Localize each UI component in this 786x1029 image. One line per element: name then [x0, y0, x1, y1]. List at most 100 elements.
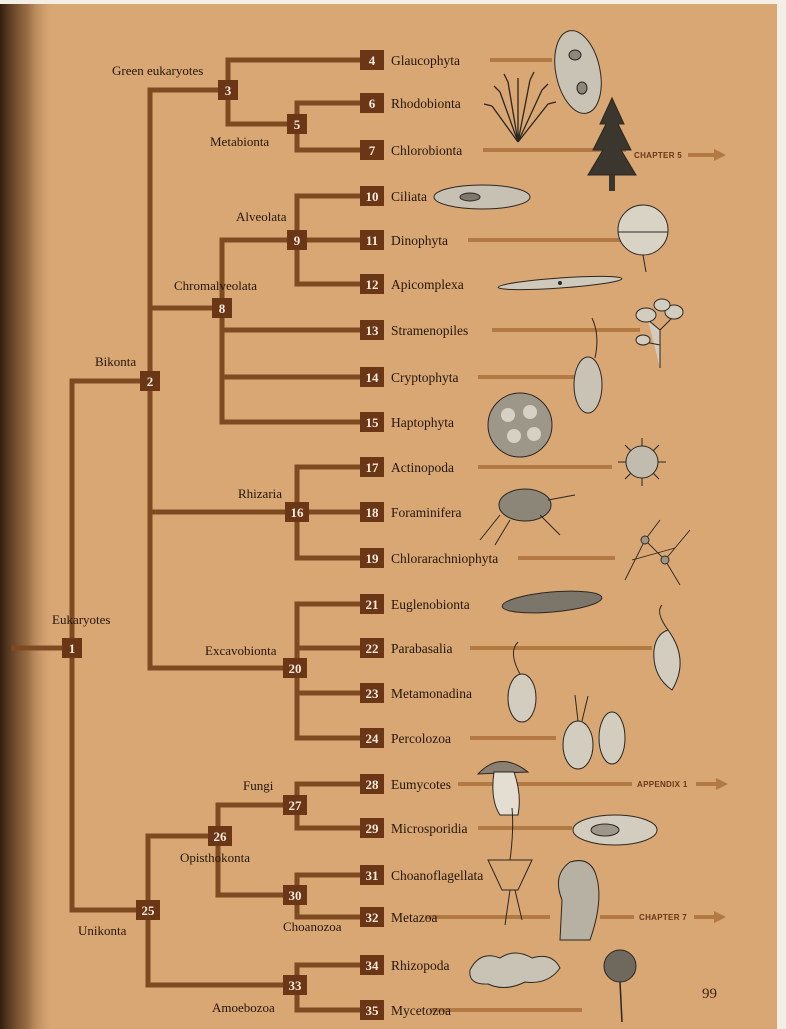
svg-text:27: 27	[289, 798, 303, 813]
coccolithophore-icon	[488, 393, 552, 457]
taxon-name: Chlorobionta	[391, 143, 462, 158]
taxon-name: Dinophyta	[391, 233, 448, 248]
terminal-node-number: 10	[366, 189, 379, 204]
clade-label-alveolata: Alveolata	[236, 209, 287, 224]
terminal-node-number: 19	[366, 551, 380, 566]
clade-label-green-eukaryotes: Green eukaryotes	[112, 63, 203, 78]
svg-text:1: 1	[69, 641, 76, 656]
taxon-name: Haptophyta	[391, 415, 454, 430]
clade-label-fungi: Fungi	[243, 778, 274, 793]
clade-label-metabionta: Metabionta	[210, 134, 269, 149]
taxon-dinophyta: 11 Dinophyta	[360, 230, 448, 250]
taxon-apicomplexa: 12 Apicomplexa	[360, 274, 464, 294]
node-2: 2	[140, 371, 160, 391]
taxon-name: Cryptophyta	[391, 370, 459, 385]
taxon-name: Eumycotes	[391, 777, 451, 792]
taxon-name: Chlorarachniophyta	[391, 551, 498, 566]
node-8: 8	[212, 298, 232, 318]
taxon-rhizopoda: 34 Rhizopoda	[360, 955, 450, 975]
terminal-node-number: 17	[366, 460, 380, 475]
terminal-node-number: 35	[366, 1003, 380, 1018]
taxon-name: Choanoflagellata	[391, 868, 483, 883]
node-3: 3	[218, 80, 238, 100]
node-1: 1	[62, 638, 82, 658]
clade-label-eukaryotes: Eukaryotes	[52, 612, 110, 627]
taxon-name: Parabasalia	[391, 641, 452, 656]
terminal-node-number: 13	[366, 323, 380, 338]
taxon-metamonadina: 23Metamonadina	[360, 683, 472, 703]
taxon-name: Actinopoda	[391, 460, 454, 475]
svg-text:16: 16	[291, 505, 305, 520]
svg-text:25: 25	[142, 903, 156, 918]
taxon-name: Stramenopiles	[391, 323, 468, 338]
terminal-node-number: 12	[366, 277, 379, 292]
taxon-chlorobionta: 7 Chlorobionta	[360, 140, 462, 160]
node-20: 20	[283, 658, 307, 678]
clade-label-amoebozoa: Amoebozoa	[212, 1000, 275, 1015]
taxon-haptophyta: 15 Haptophyta	[360, 412, 454, 432]
terminal-node-number: 6	[369, 96, 376, 111]
node-5: 5	[287, 114, 307, 134]
taxon-cryptophyta: 14 Cryptophyta	[360, 367, 459, 387]
xref-label[interactable]: CHAPTER 5	[634, 151, 682, 160]
clade-label-rhizaria: Rhizaria	[238, 486, 282, 501]
clade-label-chromalveolata: Chromalveolata	[174, 278, 257, 293]
page-edge-right	[777, 0, 786, 1029]
terminal-node-number: 18	[366, 505, 380, 520]
clade-label-choanozoa: Choanozoa	[283, 919, 342, 934]
sponge-icon	[558, 861, 598, 940]
node-25: 25	[136, 900, 160, 920]
terminal-node-number: 34	[366, 958, 380, 973]
node-26: 26	[208, 826, 232, 846]
terminal-node-number: 31	[366, 868, 379, 883]
svg-text:26: 26	[214, 829, 228, 844]
taxon-choanoflagellata: 31 Choanoflagellata	[360, 865, 483, 885]
taxon-foraminifera: 18 Foraminifera	[360, 502, 461, 522]
terminal-node-number: 32	[366, 910, 379, 925]
taxon-name: Foraminifera	[391, 505, 461, 520]
taxon-parabasalia: 22Parabasalia	[360, 638, 452, 658]
taxon-name: Ciliata	[391, 189, 427, 204]
svg-text:20: 20	[289, 661, 302, 676]
taxon-percolozoa: 24 Percolozoa	[360, 728, 451, 748]
terminal-node-number: 24	[366, 731, 380, 746]
taxon-name: Metamonadina	[391, 686, 472, 701]
ciliate-icon	[434, 185, 530, 209]
xref-label[interactable]: APPENDIX 1	[637, 780, 688, 789]
svg-text:33: 33	[289, 978, 303, 993]
taxon-name: Apicomplexa	[391, 277, 464, 292]
node-27: 27	[283, 795, 307, 815]
terminal-node-number: 29	[366, 821, 380, 836]
node-16: 16	[285, 502, 309, 522]
taxon-name: Mycetozoa	[391, 1003, 451, 1018]
terminal-node-number: 15	[366, 415, 380, 430]
terminal-node-number: 7	[369, 143, 376, 158]
terminal-node-number: 21	[366, 597, 379, 612]
clade-label-opisthokonta: Opisthokonta	[180, 850, 250, 865]
taxon-name: Rhodobionta	[391, 96, 461, 111]
taxon-name: Rhizopoda	[391, 958, 450, 973]
radiolarian-icon	[618, 438, 666, 486]
taxon-rhodobionta: 6 Rhodobionta	[360, 93, 461, 113]
page-edge-top	[0, 0, 786, 4]
svg-text:5: 5	[294, 117, 301, 132]
terminal-node-number: 14	[366, 370, 380, 385]
taxon-name: Euglenobionta	[391, 597, 470, 612]
taxon-metazoa: 32Metazoa	[360, 907, 437, 927]
taxon-euglenobionta: 21 Euglenobionta	[360, 594, 470, 614]
clade-label-bikonta: Bikonta	[95, 354, 136, 369]
node-9: 9	[287, 230, 307, 250]
microsporidian-icon	[573, 815, 657, 845]
terminal-node-number: 11	[366, 233, 378, 248]
terminal-node-number: 4	[369, 53, 376, 68]
xref-label[interactable]: CHAPTER 7	[639, 913, 687, 922]
svg-text:2: 2	[147, 374, 154, 389]
taxon-name: Percolozoa	[391, 731, 451, 746]
svg-text:8: 8	[219, 301, 226, 316]
svg-text:9: 9	[294, 233, 301, 248]
clade-label-excavobionta: Excavobionta	[205, 643, 277, 658]
